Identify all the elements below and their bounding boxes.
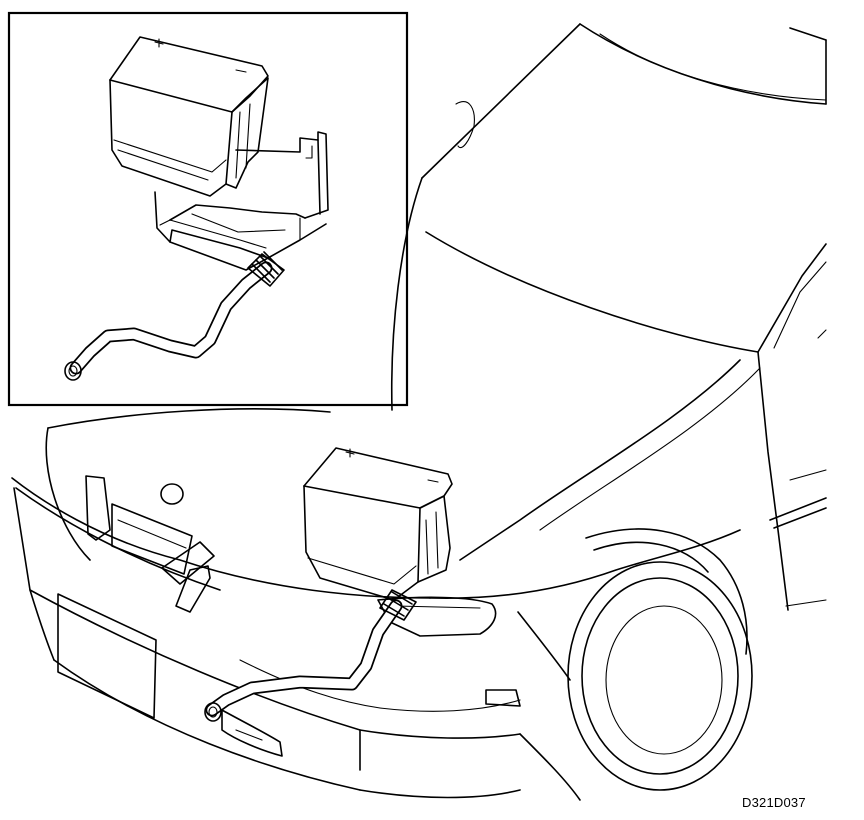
main-drain-hose (204, 589, 417, 722)
inset-detail (7, 11, 409, 407)
inset-battery-tray (154, 131, 329, 271)
main-battery (303, 447, 453, 601)
car-body (11, 23, 827, 801)
figure-code: D321D037 (742, 795, 806, 810)
inset-battery (109, 36, 269, 197)
inset-drain-hose (64, 251, 285, 381)
